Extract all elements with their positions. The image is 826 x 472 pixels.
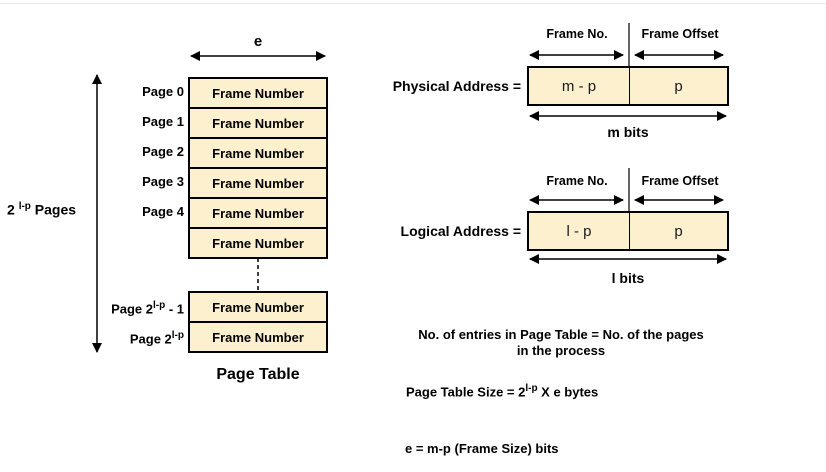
pages-count-base: 2 <box>7 201 19 218</box>
row-label-page-2lp: Page 2l-p <box>129 330 184 347</box>
note-entries-line2: in the process <box>516 342 606 358</box>
row-label-page-1: Page 1 <box>142 114 184 129</box>
frame-number-cell: Frame Number <box>188 291 328 323</box>
entry-size-label: e <box>253 33 263 50</box>
frame-number-cell: Frame Number <box>188 137 328 169</box>
frame-number-cell: Frame Number <box>188 321 328 353</box>
note-entries-line1: No. of entries in Page Table = No. of th… <box>418 327 704 342</box>
logical-address-box: l - p p <box>527 211 729 251</box>
page-top-border <box>0 3 826 4</box>
page-table-caption: Page Table <box>216 366 300 383</box>
logical-frame-no-field: l - p <box>529 213 630 249</box>
physical-frame-offset-header: Frame Offset <box>641 27 719 41</box>
note-page-table-size: Page Table Size = 2l-p X e bytes <box>406 383 599 400</box>
logical-frame-offset-field: p <box>674 222 683 240</box>
logical-total-bits-label: l bits <box>611 270 645 286</box>
note-frame-size: e = m-p (Frame Size) bits <box>405 441 559 456</box>
note-entries-equals-pages: No. of entries in Page Table = No. of th… <box>400 327 722 358</box>
logical-frame-no-header: Frame No. <box>546 174 608 188</box>
logical-address-label: Logical Address = <box>400 223 521 239</box>
physical-address-box: m - p p <box>527 66 729 106</box>
frame-number-cell: Frame Number <box>188 107 328 139</box>
frame-number-cell: Frame Number <box>188 227 328 259</box>
physical-frame-no-header: Frame No. <box>546 27 608 41</box>
physical-address-label: Physical Address = <box>392 78 521 94</box>
physical-frame-offset-field: p <box>674 77 683 95</box>
row-label-page-0: Page 0 <box>142 84 184 99</box>
row-label-page-2lp-minus-1: Page 2l-p - 1 <box>111 300 184 317</box>
physical-total-bits-label: m bits <box>607 124 649 140</box>
pages-count-label: 2 l-p Pages <box>7 201 76 218</box>
row-label-page-3: Page 3 <box>142 174 184 189</box>
physical-frame-no-field: m - p <box>529 68 630 104</box>
frame-number-cell: Frame Number <box>188 167 328 199</box>
logical-frame-offset-header: Frame Offset <box>641 174 719 188</box>
row-label-page-4: Page 4 <box>142 204 184 219</box>
pages-count-exponent: l-p <box>18 201 31 212</box>
row-label-page-2: Page 2 <box>142 144 184 159</box>
frame-number-cell: Frame Number <box>188 77 328 109</box>
frame-number-cell: Frame Number <box>188 197 328 229</box>
pages-count-suffix: Pages <box>30 201 77 218</box>
